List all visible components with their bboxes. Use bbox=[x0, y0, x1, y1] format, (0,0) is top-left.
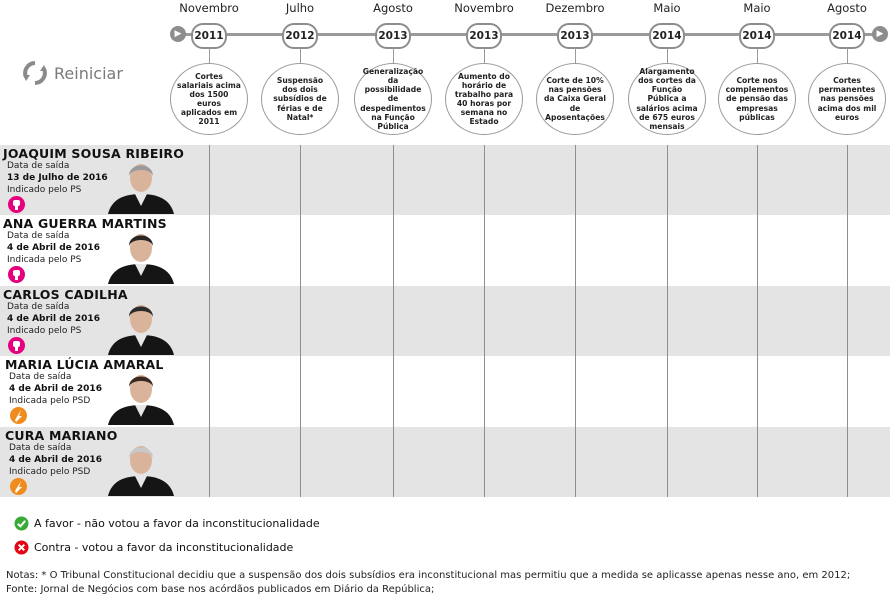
judge-portrait bbox=[104, 154, 178, 214]
legend-favor-label: A favor - não votou a favor da inconstit… bbox=[34, 517, 320, 530]
measure-text: Cortes permanentes nas pensões acima dos… bbox=[817, 76, 877, 122]
judge-portrait bbox=[104, 365, 178, 425]
appointed-by: Indicado pelo PSD bbox=[9, 467, 91, 477]
column-divider bbox=[209, 145, 210, 497]
fist-rose-icon bbox=[8, 266, 25, 283]
judge-name: ANA GUERRA MARTINS bbox=[3, 216, 167, 231]
timeline-connector bbox=[667, 47, 668, 63]
measure-text: Aumento do horário de trabalho para 40 h… bbox=[454, 71, 514, 127]
measure-bubble[interactable]: Corte nos complementos de pensão das emp… bbox=[718, 63, 796, 135]
measure-bubble[interactable]: Generalização da possibilidade de desped… bbox=[354, 63, 432, 135]
measure-text: Alargamento dos cortes da Função Pública… bbox=[636, 67, 698, 131]
appointed-by: Indicada pelo PS bbox=[7, 255, 82, 265]
measure-text: Cortes salariais acima dos 1500 euros ap… bbox=[177, 71, 241, 127]
timeline-year-marker[interactable]: 2011 bbox=[191, 23, 227, 49]
legend-contra-label: Contra - votou a favor da inconstitucion… bbox=[34, 541, 294, 554]
column-divider bbox=[393, 145, 394, 497]
exit-date-label: Data de saída bbox=[7, 302, 70, 312]
arrow-flame-icon bbox=[10, 478, 27, 495]
timeline-month: Agosto bbox=[373, 1, 413, 15]
measure-bubble[interactable]: Suspensão dos dois subsídios de férias e… bbox=[261, 63, 339, 135]
measure-bubble[interactable]: Cortes salariais acima dos 1500 euros ap… bbox=[170, 63, 248, 135]
notes-text: Notas: * O Tribunal Constitucional decid… bbox=[6, 570, 851, 581]
measure-text: Suspensão dos dois subsídios de férias e… bbox=[273, 76, 327, 122]
judge-name: JOAQUIM SOUSA RIBEIRO bbox=[3, 146, 185, 161]
reset-label: Reiniciar bbox=[54, 63, 123, 83]
timeline-month: Novembro bbox=[454, 1, 514, 15]
timeline-next-button[interactable]: ▶ bbox=[872, 26, 888, 42]
timeline-year-marker[interactable]: 2013 bbox=[466, 23, 502, 49]
judge-name: CARLOS CADILHA bbox=[3, 287, 128, 302]
exit-date-value: 4 de Abril de 2016 bbox=[7, 243, 100, 253]
exit-date-label: Data de saída bbox=[9, 443, 72, 453]
column-divider bbox=[757, 145, 758, 497]
judge-name: CURA MARIANO bbox=[5, 428, 118, 443]
refresh-icon bbox=[23, 61, 47, 85]
measure-bubble[interactable]: Corte de 10% nas pensões da Caixa Geral … bbox=[536, 63, 614, 135]
measure-bubble[interactable]: Aumento do horário de trabalho para 40 h… bbox=[445, 63, 523, 135]
timeline-connector bbox=[209, 47, 210, 63]
exit-date-label: Data de saída bbox=[7, 161, 70, 171]
exit-date-value: 4 de Abril de 2016 bbox=[9, 384, 102, 394]
legend-contra: Contra - votou a favor da inconstitucion… bbox=[14, 540, 293, 555]
check-icon bbox=[14, 516, 29, 531]
timeline-connector bbox=[300, 47, 301, 63]
timeline-month: Julho bbox=[285, 1, 315, 15]
measure-text: Generalização da possibilidade de desped… bbox=[360, 67, 426, 131]
judge-name: MARIA LÚCIA AMARAL bbox=[5, 357, 164, 372]
source-text: Fonte: Jornal de Negócios com base nos a… bbox=[6, 584, 435, 595]
timeline-connector bbox=[393, 47, 394, 63]
fist-rose-icon bbox=[8, 337, 25, 354]
timeline-month: Novembro bbox=[179, 1, 239, 15]
timeline-year-marker[interactable]: 2013 bbox=[375, 23, 411, 49]
arrow-right-icon: ▶ bbox=[174, 29, 182, 39]
column-divider bbox=[300, 145, 301, 497]
exit-date-value: 4 de Abril de 2016 bbox=[9, 455, 102, 465]
timeline-connector bbox=[757, 47, 758, 63]
timeline-year-marker[interactable]: 2012 bbox=[282, 23, 318, 49]
appointed-by: Indicado pelo PS bbox=[7, 326, 82, 336]
column-divider bbox=[575, 145, 576, 497]
appointed-by: Indicada pelo PSD bbox=[9, 396, 91, 406]
timeline-year-marker[interactable]: 2014 bbox=[829, 23, 865, 49]
timeline-year-marker[interactable]: 2014 bbox=[649, 23, 685, 49]
measure-text: Corte nos complementos de pensão das emp… bbox=[725, 76, 789, 122]
timeline-connector bbox=[575, 47, 576, 63]
timeline-connector bbox=[484, 47, 485, 63]
column-divider bbox=[667, 145, 668, 497]
timeline-year-marker[interactable]: 2013 bbox=[557, 23, 593, 49]
measure-text: Corte de 10% nas pensões da Caixa Geral … bbox=[543, 76, 607, 122]
column-divider bbox=[484, 145, 485, 497]
measure-bubble[interactable]: Cortes permanentes nas pensões acima dos… bbox=[808, 63, 886, 135]
exit-date-value: 13 de Julho de 2016 bbox=[7, 173, 108, 183]
timeline-connector bbox=[847, 47, 848, 63]
timeline-year-marker[interactable]: 2014 bbox=[739, 23, 775, 49]
reset-button[interactable]: Reiniciar bbox=[22, 60, 123, 86]
exit-date-label: Data de saída bbox=[9, 372, 72, 382]
timeline-month: Agosto bbox=[827, 1, 867, 15]
fist-rose-icon bbox=[8, 196, 25, 213]
cross-icon bbox=[14, 540, 29, 555]
judge-portrait bbox=[104, 436, 178, 496]
timeline-month: Maio bbox=[653, 1, 681, 15]
arrow-right-icon: ▶ bbox=[876, 29, 884, 39]
arrow-flame-icon bbox=[10, 407, 27, 424]
timeline-track bbox=[176, 33, 880, 36]
timeline-month: Dezembro bbox=[545, 1, 605, 15]
exit-date-value: 4 de Abril de 2016 bbox=[7, 314, 100, 324]
exit-date-label: Data de saída bbox=[7, 231, 70, 241]
judge-portrait bbox=[104, 295, 178, 355]
timeline-month: Maio bbox=[743, 1, 771, 15]
appointed-by: Indicado pelo PS bbox=[7, 185, 82, 195]
measure-bubble[interactable]: Alargamento dos cortes da Função Pública… bbox=[628, 63, 706, 135]
timeline-prev-button[interactable]: ▶ bbox=[170, 26, 186, 42]
column-divider bbox=[847, 145, 848, 497]
legend-favor: A favor - não votou a favor da inconstit… bbox=[14, 516, 320, 531]
judge-portrait bbox=[104, 224, 178, 284]
